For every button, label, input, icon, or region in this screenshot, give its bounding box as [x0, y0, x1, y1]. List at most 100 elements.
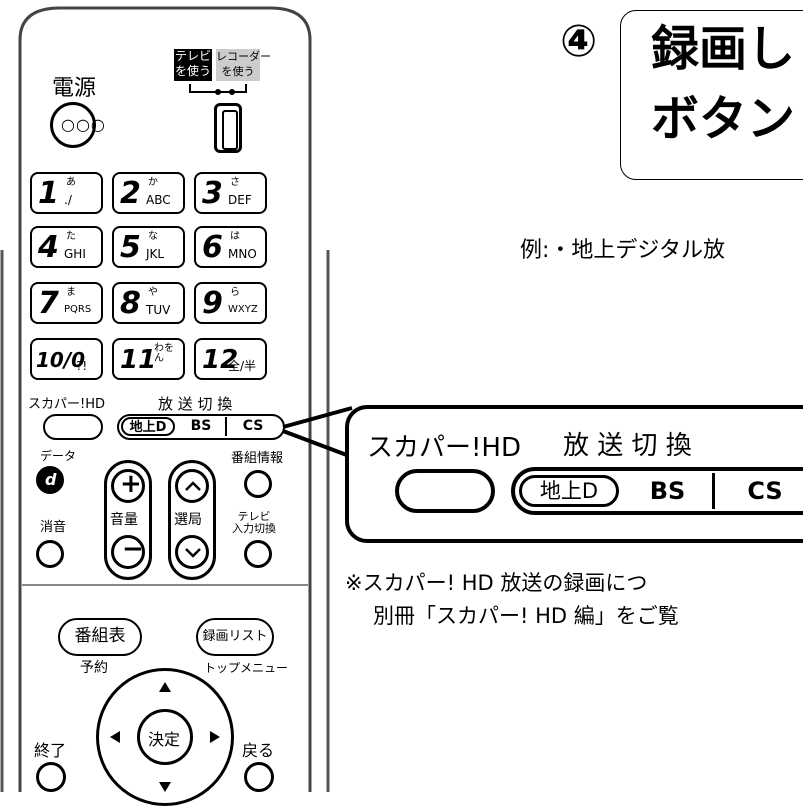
- numpad-key-number: 7: [38, 286, 59, 321]
- zoom-terrestrial-button[interactable]: 地上D: [519, 475, 619, 507]
- numpad-key-letters: MNO: [228, 247, 257, 261]
- enter-label: 決定: [148, 730, 181, 749]
- broadcast-switch-label: 放 送 切 換: [158, 395, 233, 413]
- end-label: 終了: [34, 741, 67, 760]
- bs-button[interactable]: BS: [177, 417, 227, 436]
- enter-button[interactable]: 決定: [137, 709, 193, 765]
- channel-label: 選局: [174, 512, 202, 528]
- back-button[interactable]: [244, 762, 274, 792]
- step-number: ④: [560, 16, 598, 67]
- volume-rocker: + 音量 −: [104, 460, 152, 580]
- tv-recorder-switch[interactable]: [214, 103, 242, 153]
- channel-rocker: 選局: [168, 460, 216, 580]
- numpad-key-number: 10/0: [36, 348, 86, 372]
- minus-icon: −: [122, 534, 144, 564]
- data-label: データ: [40, 449, 77, 463]
- arrow-right-icon[interactable]: [209, 730, 221, 744]
- power-button[interactable]: ○○○: [50, 102, 105, 148]
- program-info-button[interactable]: [244, 470, 272, 498]
- numpad-key-number: 1: [38, 176, 59, 211]
- numpad-key-kana: や: [148, 287, 158, 298]
- numpad-key-kana: わをん: [154, 343, 174, 364]
- note-line2: 別冊「スカパー! HD 編」をご覧: [373, 604, 679, 628]
- program-info-label: 番組情報: [231, 451, 284, 466]
- zoom-skyperfect-button[interactable]: [395, 469, 495, 513]
- chevron-down-icon: [185, 548, 201, 558]
- callout-pointer: [282, 406, 353, 459]
- numpad-key-kana: た: [66, 231, 76, 242]
- numpad-key-kana: は: [230, 231, 240, 242]
- cs-button[interactable]: CS: [242, 418, 264, 434]
- numpad-key-number: 9: [202, 286, 223, 321]
- step-title-line1: 録画し: [651, 21, 796, 77]
- example-text: 例:・地上デジタル放: [520, 238, 725, 263]
- power-label: 電源: [52, 76, 97, 101]
- switch-indicator-icon: [189, 84, 247, 95]
- remote-body-outline: [0, 6, 330, 792]
- back-label: 戻る: [242, 741, 275, 760]
- terrestrial-button[interactable]: 地上D: [121, 417, 175, 436]
- numpad-key-number: 2: [120, 176, 141, 211]
- numpad-key-letters: ABC: [146, 193, 171, 207]
- reserve-label: 予約: [80, 660, 108, 676]
- numpad-key-letters: ?!: [76, 359, 88, 373]
- numpad-key-number: 12: [202, 345, 239, 375]
- arrow-down-icon[interactable]: [158, 781, 172, 793]
- mute-button[interactable]: [36, 540, 64, 568]
- zoom-bs-button[interactable]: BS: [623, 473, 715, 509]
- numpad-key-number: 4: [38, 230, 59, 265]
- numpad-key-number: 3: [202, 176, 223, 211]
- switch-knob-icon: [222, 110, 238, 150]
- zoom-callout: スカパー!HD 放 送 切 換 地上D BS CS: [345, 405, 803, 543]
- numpad-key-letters: DEF: [228, 193, 252, 207]
- mute-label: 消音: [40, 520, 67, 535]
- guide-button[interactable]: 番組表: [58, 618, 142, 656]
- dpad: 決定: [96, 668, 234, 806]
- numpad-key-kana: な: [148, 231, 158, 242]
- volume-down-button[interactable]: −: [111, 534, 145, 569]
- numpad-key-letters: TUV: [146, 303, 171, 317]
- numpad-key-number: 5: [120, 230, 141, 265]
- zoom-cs-button[interactable]: CS: [747, 477, 783, 505]
- numpad-key-kana: ま: [66, 287, 76, 298]
- data-button[interactable]: d: [36, 466, 64, 494]
- rec-list-button[interactable]: 録画リスト: [196, 618, 274, 656]
- tv-input-button[interactable]: [244, 540, 272, 568]
- volume-up-button[interactable]: +: [111, 469, 145, 503]
- switch-recorder-label: レコーダー を使う: [216, 49, 271, 81]
- numpad-key-letters: ./: [64, 193, 72, 207]
- end-button[interactable]: [36, 762, 66, 792]
- numpad-key-kana: ら: [230, 287, 240, 298]
- numpad-key-number: 6: [202, 230, 223, 265]
- arrow-left-icon[interactable]: [109, 730, 121, 744]
- chevron-up-icon: [185, 481, 201, 491]
- plus-icon: +: [120, 469, 142, 499]
- channel-down-button[interactable]: [175, 535, 209, 569]
- broadcast-switch-group: 地上D BS CS: [117, 414, 285, 440]
- numpad-key-letters: PQRS: [64, 304, 92, 315]
- zoom-broadcast-switch-label: 放 送 切 換: [563, 431, 692, 461]
- channel-up-button[interactable]: [175, 469, 209, 503]
- numpad-key-kana: あ: [66, 177, 76, 188]
- arrow-up-icon[interactable]: [158, 681, 172, 693]
- step-title-line2: ボタン: [651, 91, 796, 147]
- numpad-key[interactable]: 10/0?!: [30, 338, 103, 380]
- numpad-key-kana: さ: [230, 177, 240, 188]
- numpad-key-letters: 全/半: [228, 359, 257, 373]
- skyperfect-button[interactable]: [43, 414, 103, 440]
- numpad-key-letters: GHI: [64, 247, 86, 261]
- data-d-icon: d: [45, 470, 57, 489]
- numpad-key-letters: JKL: [146, 247, 165, 261]
- numpad-key-number: 8: [120, 286, 141, 321]
